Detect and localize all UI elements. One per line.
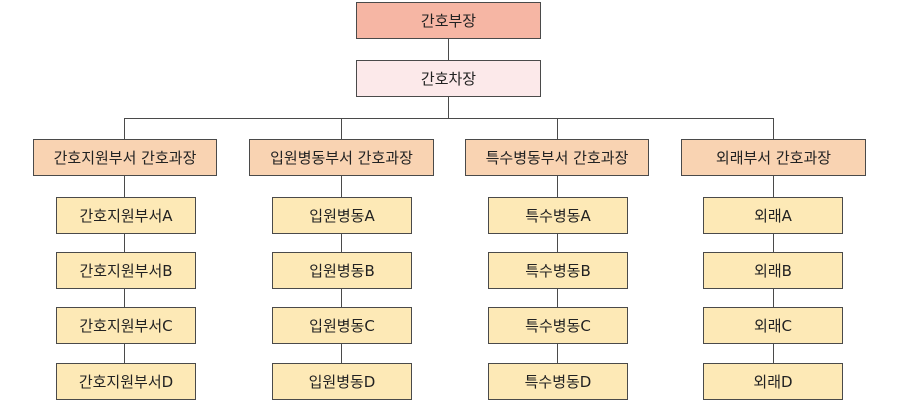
node-unit-support-c: 간호지원부서C bbox=[56, 307, 196, 344]
node-unit-special-b: 특수병동B bbox=[488, 252, 628, 289]
node-unit-special-a: 특수병동A bbox=[488, 197, 628, 234]
node-unit-inpatient-c: 입원병동C bbox=[272, 307, 412, 344]
connector-bus-department-3 bbox=[557, 118, 558, 139]
node-unit-outpatient-a: 외래A bbox=[703, 197, 843, 234]
node-unit-special-d: 특수병동D bbox=[488, 363, 628, 400]
connector-head-deputy bbox=[448, 38, 449, 60]
node-unit-special-c: 특수병동C bbox=[488, 307, 628, 344]
node-department-special: 특수병동부서 간호과장 bbox=[465, 139, 649, 176]
connector-bus-department-1 bbox=[124, 118, 125, 139]
node-department-outpatient: 외래부서 간호과장 bbox=[681, 139, 866, 176]
node-deputy: 간호차장 bbox=[356, 60, 541, 97]
connector-bus-department-4 bbox=[773, 118, 774, 139]
node-unit-support-d: 간호지원부서D bbox=[56, 363, 196, 400]
node-unit-outpatient-b: 외래B bbox=[703, 252, 843, 289]
node-unit-outpatient-d: 외래D bbox=[703, 363, 843, 400]
node-department-support: 간호지원부서 간호과장 bbox=[33, 139, 217, 176]
node-unit-inpatient-d: 입원병동D bbox=[272, 363, 412, 400]
connector-bus-department-2 bbox=[341, 118, 342, 139]
connector-department-bus bbox=[124, 118, 773, 119]
node-unit-inpatient-b: 입원병동B bbox=[272, 252, 412, 289]
node-unit-support-a: 간호지원부서A bbox=[56, 197, 196, 234]
node-department-inpatient: 입원병동부서 간호과장 bbox=[249, 139, 434, 176]
node-unit-support-b: 간호지원부서B bbox=[56, 252, 196, 289]
node-unit-outpatient-c: 외래C bbox=[703, 307, 843, 344]
node-head: 간호부장 bbox=[356, 2, 541, 39]
connector-deputy-bus bbox=[448, 97, 449, 118]
node-unit-inpatient-a: 입원병동A bbox=[272, 197, 412, 234]
